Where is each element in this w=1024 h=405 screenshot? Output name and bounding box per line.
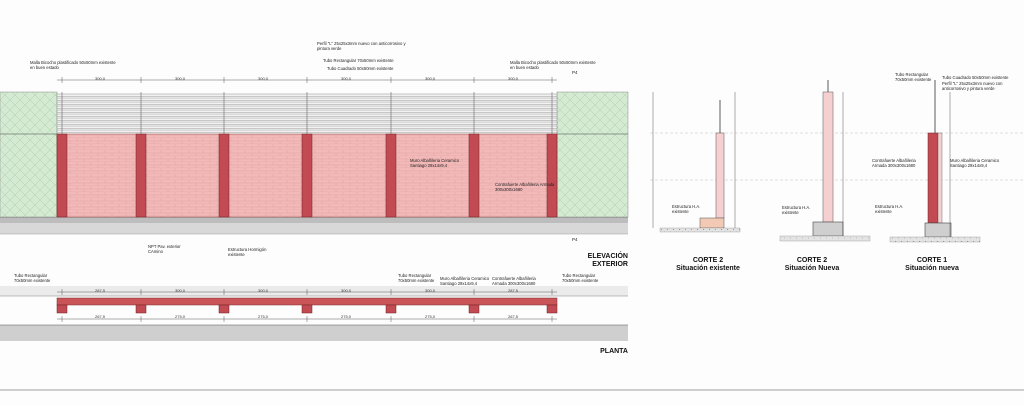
plan-pier xyxy=(218,304,230,314)
tag-p4-top: P4 xyxy=(572,70,578,75)
plan-dim-top-1: 287,5 xyxy=(94,288,106,293)
elevation-view xyxy=(0,77,629,235)
section-corte-2-existente xyxy=(650,92,1024,233)
corte1-nueva-title: CORTE 1 Situación nueva xyxy=(905,257,959,273)
label-npt: NPT Pav. exterior CAmino xyxy=(148,244,181,254)
mesh-panel-left xyxy=(0,91,58,218)
corte1-label-tubo-rect: Tubo Rectangular 70x50mm existente xyxy=(895,72,932,82)
label-tubo-rectangular: Tubo Rectangular 70x50mm existente xyxy=(323,58,394,63)
pilaster xyxy=(56,133,68,218)
pilaster xyxy=(301,133,313,218)
mesh-panel-right xyxy=(556,91,629,218)
corte1-label-contrafuerte: Contrafuerte Albañileria Armada 300x300x… xyxy=(872,158,916,168)
elev-dim-2: 300,0 xyxy=(174,76,186,81)
label-muro: Muro Albañileria Ceramico Santiago 29x14… xyxy=(410,158,460,168)
plan-pier xyxy=(468,304,480,314)
corte1-label-tubo-cuad: Tubo Cuadrado 50x50mm existente xyxy=(942,75,1009,80)
plan-dim-bottom-5: 275,0 xyxy=(424,314,436,319)
plan-dim-top-2: 300,0 xyxy=(174,288,186,293)
pilaster xyxy=(468,133,480,218)
pilaster xyxy=(546,133,558,218)
corte2-nueva-title-line2: Situación Nueva xyxy=(784,265,840,272)
pilasters xyxy=(56,133,558,218)
plan-wall xyxy=(56,297,558,306)
elev-dim-1: 300,0 xyxy=(94,76,106,81)
plan-pier xyxy=(135,304,147,314)
plan-dim-bottom-2: 275,0 xyxy=(174,314,186,319)
label-estructura: Estructura Hormigón existente xyxy=(228,247,267,257)
elev-dim-3: 300,0 xyxy=(257,76,269,81)
plan-dim-bottom-1: 267,5 xyxy=(94,314,106,319)
label-malla-left: Malla Bicocho plastificado 50x50mm exist… xyxy=(30,60,116,70)
corte2-existente-title: CORTE 2 Situación existente xyxy=(676,257,740,273)
label-malla-right: Malla Bicocho plastificado 50x50mm exist… xyxy=(510,60,596,70)
elevation-dimension-ticks xyxy=(61,77,553,83)
plan-pier xyxy=(546,304,558,314)
plan-pier xyxy=(56,304,68,314)
corte2-existente-title-line2: Situación existente xyxy=(676,265,740,272)
steel-louvers xyxy=(56,92,558,134)
corte2-existente-title-line1: CORTE 2 xyxy=(692,257,724,264)
corte2-nueva-title-line1: CORTE 2 xyxy=(796,257,828,264)
corte1-label-estructura: Estructura H.A. existente xyxy=(875,204,904,214)
plan-dim-bottom-3: 275,0 xyxy=(257,314,269,319)
plan-dim-top-6: 287,5 xyxy=(507,288,519,293)
corte1-nueva-title-line2: Situación nueva xyxy=(905,265,959,272)
elev-dim-4: 300,0 xyxy=(340,76,352,81)
plan-pier xyxy=(301,304,313,314)
plan-label-tubo-right: Tubo Rectangular 70x50mm existente xyxy=(562,273,599,283)
plan-dim-bottom-6: 267,5 xyxy=(507,314,519,319)
corte1-label-muro: Muro Albañileria Ceramico Santiago 29x14… xyxy=(950,158,1000,168)
plan-label-tubo-mid: Tubo Rectangular 70x50mm existente xyxy=(398,273,435,283)
tag-p4-bottom: P4 xyxy=(572,237,578,242)
plan-label-muro: Muro Albañileria Ceramico Santiago 29x14… xyxy=(440,276,490,286)
elev-dim-5: 300,0 xyxy=(424,76,436,81)
corte1-nueva-title-line1: CORTE 1 xyxy=(916,257,948,264)
pilaster xyxy=(218,133,230,218)
corte2e-label-estructura: Estructura H.A. existente xyxy=(672,204,701,214)
plan-dim-top-4: 300,0 xyxy=(340,288,352,293)
plan-dim-top-5: 300,0 xyxy=(424,288,436,293)
elevation-pavement xyxy=(0,223,628,234)
plan-piers xyxy=(56,304,558,314)
pilaster xyxy=(385,133,397,218)
plan-strip-top xyxy=(0,286,628,296)
label-contrafuerte: Contrafuerte Albañileria Armada 300x300x… xyxy=(495,182,555,192)
elev-dim-6: 300,0 xyxy=(507,76,519,81)
plan-title: PLANTA xyxy=(600,348,628,355)
elevation-title: ELEVACIÓN EXTERIOR xyxy=(580,253,628,269)
elevation-title-line1: ELEVACIÓN xyxy=(587,253,628,260)
pilaster xyxy=(135,133,147,218)
plan-dim-bottom-4: 275,0 xyxy=(340,314,352,319)
section-corte-1-nueva xyxy=(889,80,981,243)
section-corte-2-nueva xyxy=(779,80,871,242)
elevation-ground xyxy=(0,217,628,223)
plan-dimension-ticks xyxy=(61,289,553,322)
label-tubo-cuadrado: Tubo Cuadrado 50x50mm existente xyxy=(327,66,394,71)
plan-ground xyxy=(0,325,628,341)
plan-label-contrafuerte: Contrafuerte Albañileria Armada 300x300x… xyxy=(492,276,536,286)
corte2n-label-estructura: Estructura H.A. existente xyxy=(782,205,811,215)
plan-dim-top-3: 300,0 xyxy=(257,288,269,293)
plan-view xyxy=(0,286,628,341)
corte2-nueva-title: CORTE 2 Situación Nueva xyxy=(785,257,839,273)
elevation-title-line2: EXTERIOR xyxy=(592,261,628,268)
corte1-label-perfil-l: Perfil "L" 25x25x3mm nuevo con anticorro… xyxy=(942,81,1003,91)
plan-label-tubo-left: Tubo Rectangular 70x50mm existente xyxy=(14,273,51,283)
label-perfil-l: Perfil "L" 25x25x3mm nuevo con anticorro… xyxy=(317,41,406,51)
plan-pier xyxy=(385,304,397,314)
